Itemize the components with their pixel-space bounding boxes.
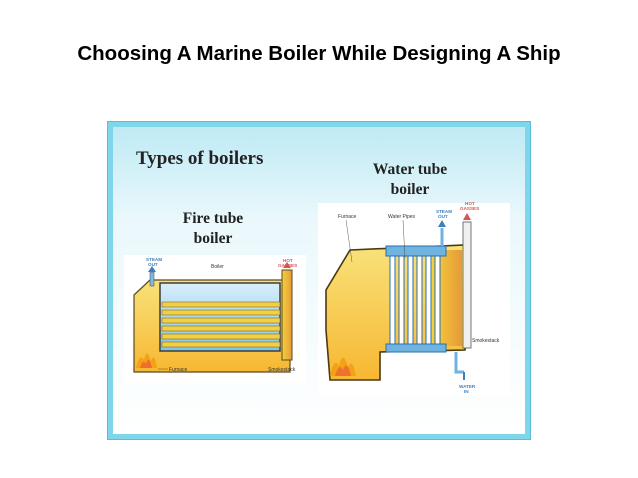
- water-tube-diagram: Furnace Water Pipes STEAM OUT HOT GASSES…: [318, 201, 510, 396]
- water-tube-water-label-2: IN: [464, 389, 469, 394]
- water-tube-hot-arrow: [463, 213, 471, 220]
- water-tube-steam-label-1: STEAM: [436, 209, 452, 214]
- water-tube-smokestack-label: Smokestack: [472, 338, 500, 344]
- water-tube-steam-arrow: [438, 220, 446, 227]
- fire-tube-steam-label-2: OUT: [148, 262, 158, 267]
- fire-tube-steam-label-1: STEAM: [146, 257, 162, 262]
- fire-tube-furnace-label: Furnace: [169, 367, 188, 373]
- water-tube-smokestack: [462, 221, 472, 349]
- water-tube-pipes-label: Water Pipes: [388, 214, 416, 220]
- fire-tube-title-line2: boiler: [193, 230, 233, 247]
- fire-tube-title-line1: Fire tube: [182, 210, 244, 227]
- water-tube-title-line2: boiler: [390, 181, 430, 198]
- fire-tube-water-drum: [159, 282, 281, 352]
- water-tube-steam-drum: [385, 245, 447, 257]
- slide-title: Choosing A Marine Boiler While Designing…: [77, 42, 561, 65]
- fire-tube-smokestack: [281, 269, 293, 361]
- water-tube-furnace-label: Furnace: [338, 214, 357, 220]
- water-tube-flames: [330, 357, 356, 376]
- fire-tube-hot-arrow: [283, 262, 291, 268]
- fire-tube-boiler-label: Boiler: [211, 264, 224, 270]
- water-tube-mud-drum: [385, 343, 447, 353]
- fire-tube-tubes: [161, 301, 281, 348]
- water-tube-hot-label-1: HOT: [465, 201, 475, 206]
- fire-tube-flames: [136, 353, 157, 368]
- fire-tube-title: Fire tube boiler: [163, 209, 263, 249]
- water-tube-steam-label-2: OUT: [438, 214, 448, 219]
- water-tube-pipes: [389, 255, 441, 345]
- fire-tube-steam-arrow: [148, 266, 156, 272]
- water-tube-title: Water tube boiler: [355, 160, 465, 200]
- water-tube-water-label-1: WATER: [459, 384, 476, 389]
- water-tube-water-in-pipe: [454, 352, 464, 374]
- fire-tube-hot-label-2: GASSES: [278, 263, 297, 268]
- fire-tube-smokestack-label: Smokestack: [268, 367, 296, 373]
- water-tube-hot-label-2: GASSES: [460, 206, 479, 211]
- fire-tube-steam-pipe: [149, 271, 155, 287]
- water-tube-title-line1: Water tube: [372, 161, 448, 178]
- types-heading: Types of boilers: [136, 148, 264, 169]
- fire-tube-diagram: STEAM OUT Boiler HOT GASSES Furnace Smok…: [124, 255, 306, 383]
- fire-tube-hot-label-1: HOT: [283, 258, 293, 263]
